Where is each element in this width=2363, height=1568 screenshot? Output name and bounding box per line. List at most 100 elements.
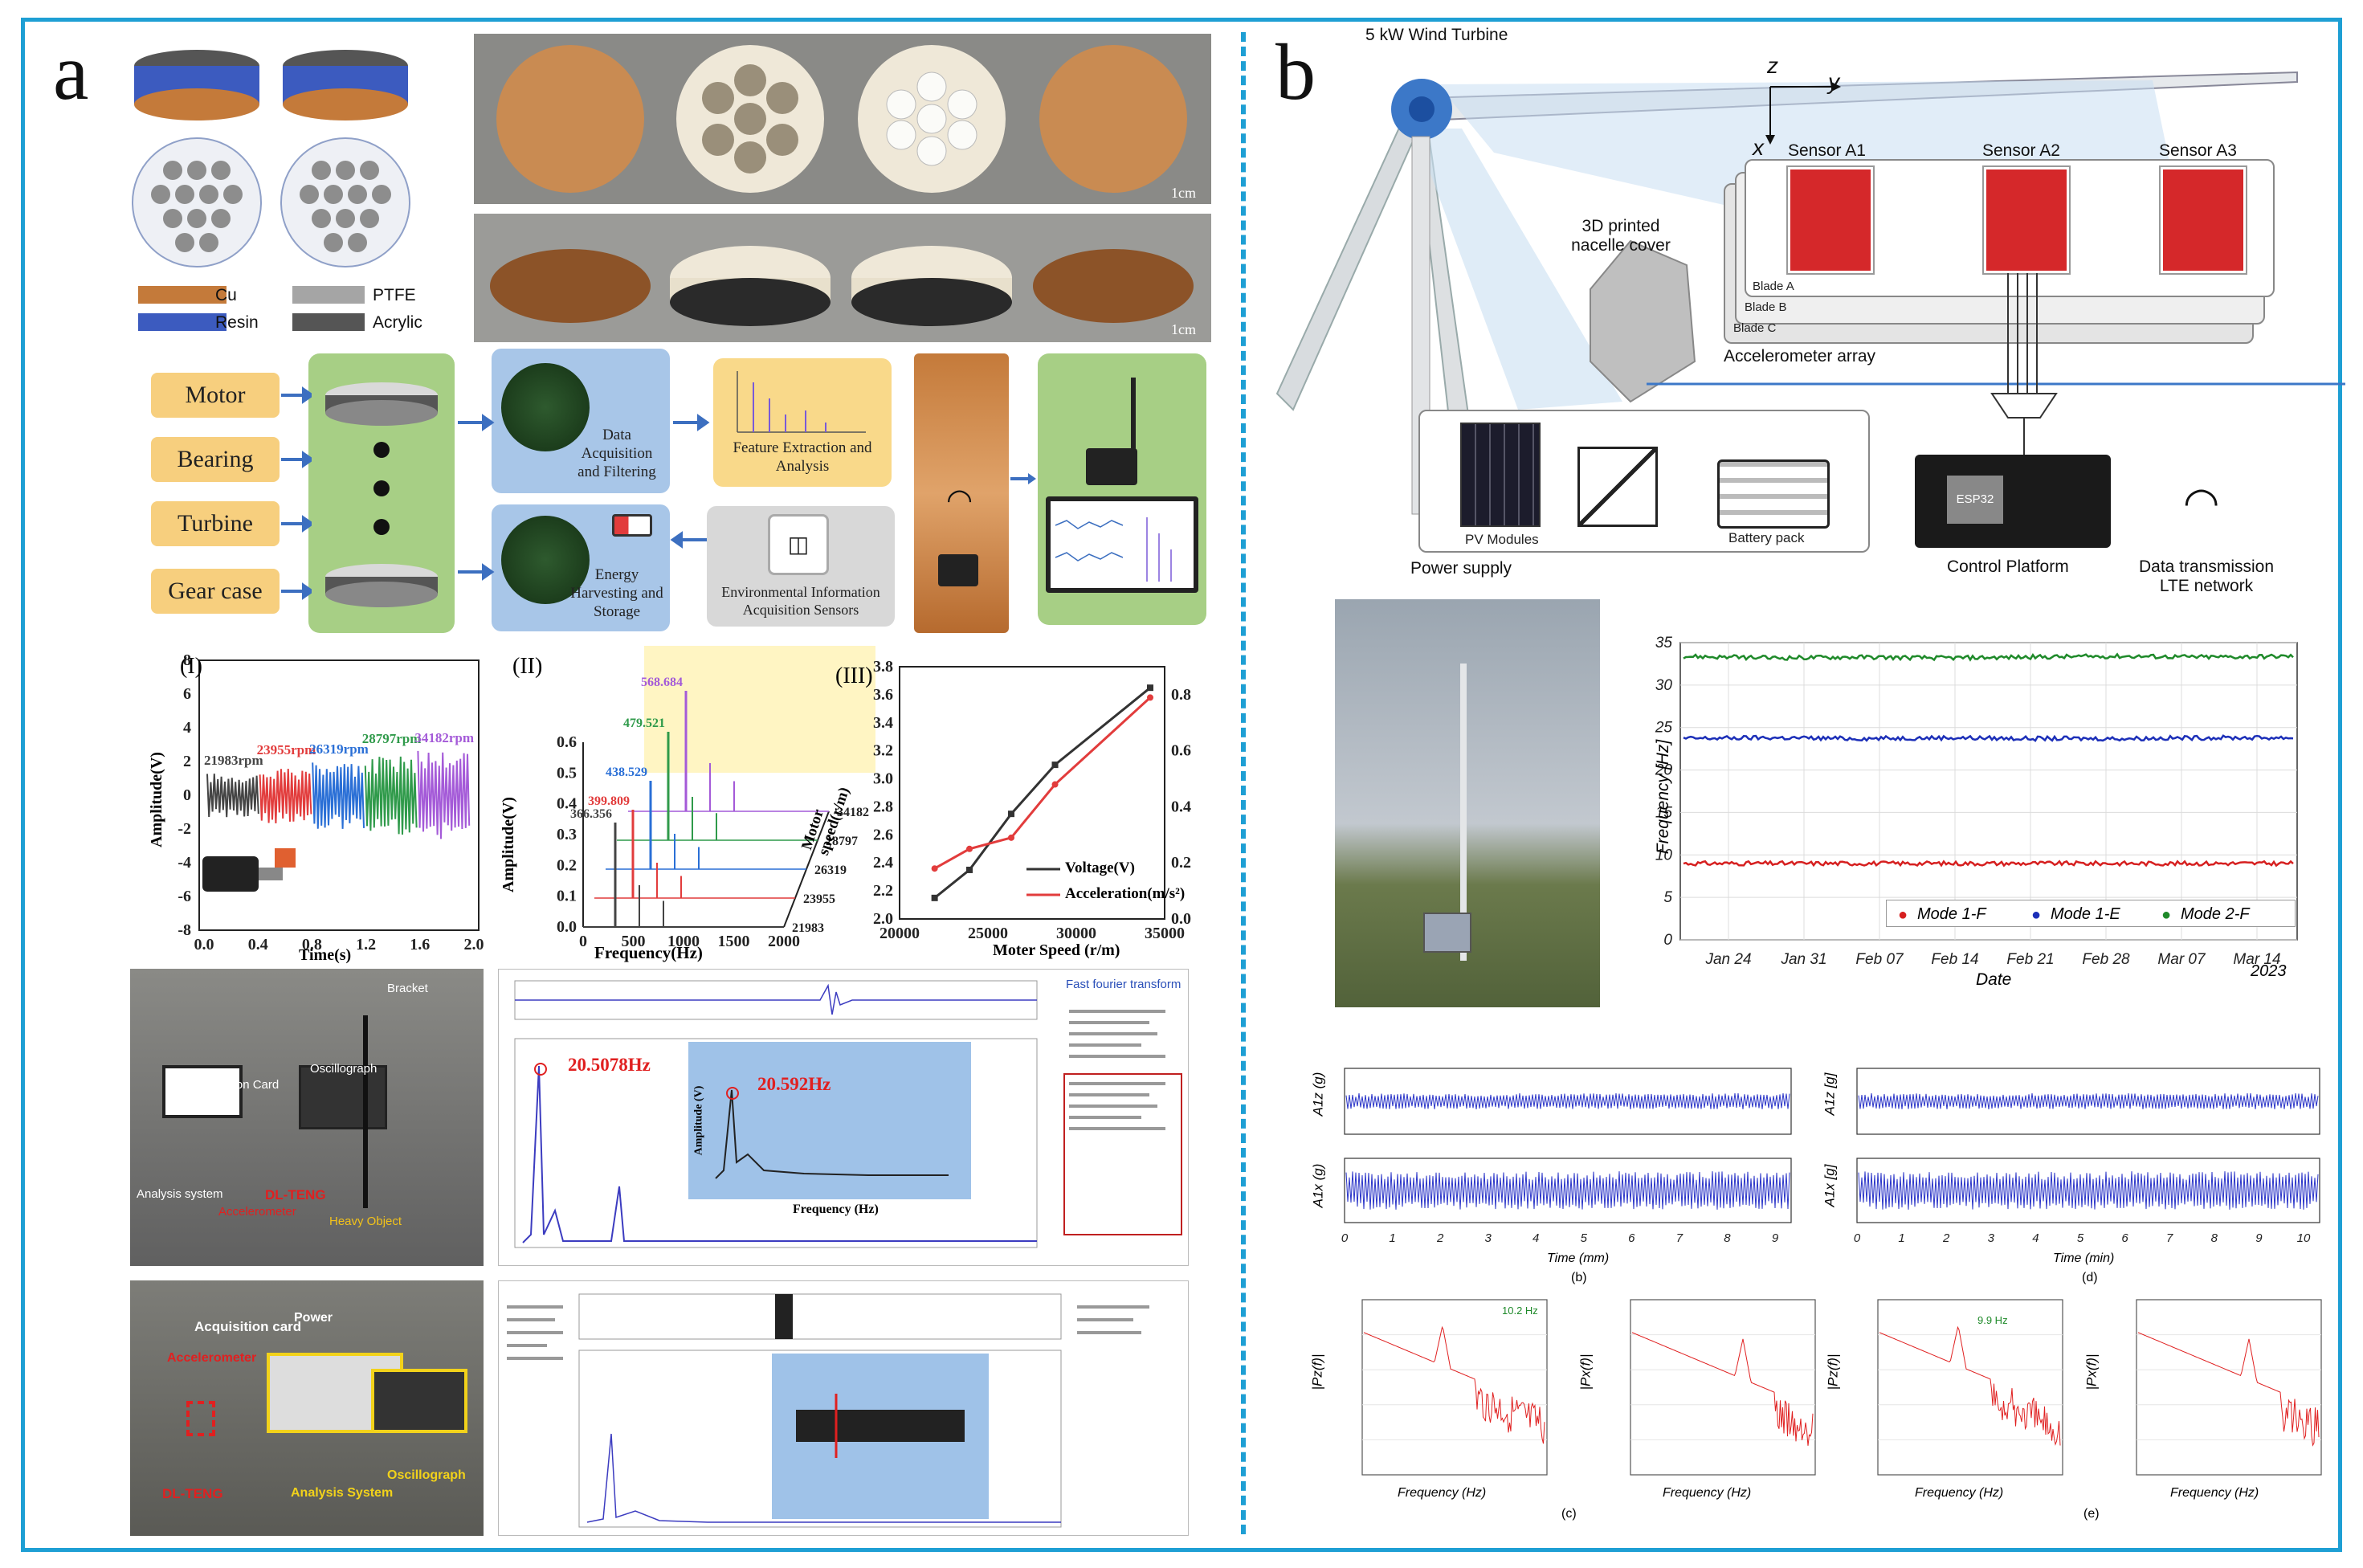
legend-label-ptfe: PTFE xyxy=(373,286,416,304)
chart-III-ytick-right: 0.6 xyxy=(1171,742,1191,760)
field-solar-panel xyxy=(1423,913,1471,953)
rail-osc-label: Oscillograph xyxy=(387,1468,466,1482)
psd-spectrum xyxy=(2137,1332,2320,1447)
rail-accel-label: Accelerometer xyxy=(167,1351,257,1365)
lab-osc-label: Oscillograph xyxy=(310,1062,378,1076)
psd-4-svg xyxy=(2136,1299,2322,1476)
bracket-stand xyxy=(363,1015,368,1208)
freq-series-1 xyxy=(1683,734,2294,742)
tsRight-xtick: 9 xyxy=(2255,1231,2263,1245)
psd-3-cap: (e) xyxy=(2083,1507,2100,1521)
freq-xtick: Mar 07 xyxy=(2157,951,2206,968)
teng-stack-svg xyxy=(325,382,438,607)
tsRight-signal-0 xyxy=(1858,1092,2319,1109)
lte-label-1: Data transmission xyxy=(2138,557,2275,576)
legend-dot-mode1f: ● xyxy=(1898,906,1908,924)
psd-3-svg xyxy=(1877,1299,2063,1476)
tsRight-xtick: 2 xyxy=(1942,1231,1950,1245)
tsRight-xtick: 3 xyxy=(1988,1231,1995,1245)
chart-III-ytick-right: 0.8 xyxy=(1171,686,1191,704)
chart-II-ytick: 0.5 xyxy=(557,764,577,782)
antenna-icon xyxy=(1131,378,1136,458)
source-turbine: Turbine xyxy=(151,501,280,546)
freq-xtick: Jan 31 xyxy=(1780,951,1826,968)
freq-ytick: 35 xyxy=(1655,635,1673,651)
sensor-a2-label: Sensor A2 xyxy=(1982,141,2060,160)
rail-software-svg xyxy=(507,1293,1149,1528)
chart-III-xlabel: Moter Speed (r/m) xyxy=(993,941,1120,959)
device-illustration xyxy=(129,42,450,307)
tsLeft-signal-0 xyxy=(1345,1092,1790,1109)
lab-bracket-label: Bracket xyxy=(387,982,428,995)
freq-xtick: Mar 14 xyxy=(2233,951,2280,968)
chart-II-xtick: 0 xyxy=(579,933,587,950)
chart-III-ytick-left: 2.8 xyxy=(873,798,893,815)
legend-acceleration: Acceleration(m/s²) xyxy=(1065,885,1186,902)
chart-III-accel-point xyxy=(1051,781,1059,788)
accelerometer-array-label: Accelerometer array xyxy=(1724,347,1876,365)
ts-left-xlabel: Time (mm) xyxy=(1547,1252,1610,1265)
psd-frame xyxy=(1877,1299,2063,1476)
psd-3-annot: 9.9 Hz xyxy=(1977,1314,2008,1326)
freq-ytick: 20 xyxy=(1655,762,1673,779)
sensor-a1-board xyxy=(1788,167,1873,273)
chart-I-ytick: 0 xyxy=(183,786,191,804)
chart-I-xlabel: Time(s) xyxy=(299,946,352,964)
device-to-monitor-arrow xyxy=(1010,473,1036,484)
chart-I-segment-label: 34182rpm xyxy=(414,730,474,745)
fft-software-screenshot: Fast fourier transform 20.5078Hz 20.592H… xyxy=(498,969,1189,1266)
tsLeft-xtick: 2 xyxy=(1436,1231,1444,1245)
psd-1-svg xyxy=(1361,1299,1548,1476)
device-render-svg xyxy=(132,50,410,267)
axis-x: x xyxy=(1753,135,1764,160)
chart-III-ytick-right: 0.0 xyxy=(1171,910,1191,928)
freq-xtick: Feb 28 xyxy=(2082,951,2130,968)
scale-bar-2: 1cm xyxy=(1171,321,1196,337)
freq-series-2 xyxy=(1683,652,2294,662)
tsLeft-frame-1 xyxy=(1344,1158,1792,1223)
chart-I-segment-1 xyxy=(259,769,312,824)
fft-svg xyxy=(514,980,1182,1248)
figure-frame xyxy=(21,18,2342,1552)
chart-III-xtick: 20000 xyxy=(879,925,920,942)
field-turbine-photo xyxy=(1335,599,1600,1007)
turbine-title: 5 kW Wind Turbine xyxy=(1365,26,1508,44)
legend-mode1f: Mode 1-F xyxy=(1917,905,1986,923)
chart-III-ytick-left: 3.8 xyxy=(873,658,893,676)
oscilloscope-icon xyxy=(299,1065,387,1129)
chart-II-xlabel: Frequency(Hz) xyxy=(594,943,703,962)
converter-icon xyxy=(1577,447,1658,527)
psd-4-ylabel: |Px(f)| xyxy=(2083,1354,2100,1390)
energy-label: Energy Harvesting and Storage xyxy=(570,566,663,620)
chart-III-ytick-left: 3.2 xyxy=(873,742,893,760)
psd-3: |Pz(f)| 9.9 Hz Frequency (Hz) (e) xyxy=(1822,1290,2100,1523)
chart-III-ytick-left: 2.6 xyxy=(873,826,893,843)
sensor-a3-label: Sensor A3 xyxy=(2159,141,2237,160)
ts-right-y1: A1z [g] xyxy=(1822,1072,1838,1116)
wireless-module-icon xyxy=(938,554,978,586)
tsRight-xtick: 10 xyxy=(2297,1231,2311,1245)
source-gear-case: Gear case xyxy=(151,569,280,614)
scale-bar-1: 1cm xyxy=(1171,185,1196,201)
psd-4-xlabel: Frequency (Hz) xyxy=(2170,1486,2259,1500)
source-bearing: Bearing xyxy=(151,437,280,482)
pv-modules-icon xyxy=(1460,423,1541,527)
chart-II-peak-label: 438.529 xyxy=(606,766,647,779)
legend-voltage: Voltage(V) xyxy=(1065,860,1135,876)
freq-ytick: 15 xyxy=(1655,804,1673,821)
axis-arrows xyxy=(1765,82,1841,145)
legend-mode1e: Mode 1-E xyxy=(2051,905,2120,923)
tsLeft-xtick: 4 xyxy=(1532,1231,1539,1245)
chart-III-ytick-right: 0.4 xyxy=(1171,798,1191,815)
env-sensor-box: ◫ Environmental Information Acquisition … xyxy=(707,506,895,627)
power-supply-box: PV Modules Battery pack xyxy=(1418,410,1870,553)
tsLeft-xtick: 1 xyxy=(1389,1231,1395,1245)
psd-1-ylabel: |Pz(f)| xyxy=(1309,1354,1325,1390)
sensor-a3-board xyxy=(2161,167,2246,273)
receiver-icon xyxy=(1086,448,1137,485)
components-photo-side xyxy=(474,214,1211,342)
chart-III-ytick-left: 3.4 xyxy=(873,714,893,732)
